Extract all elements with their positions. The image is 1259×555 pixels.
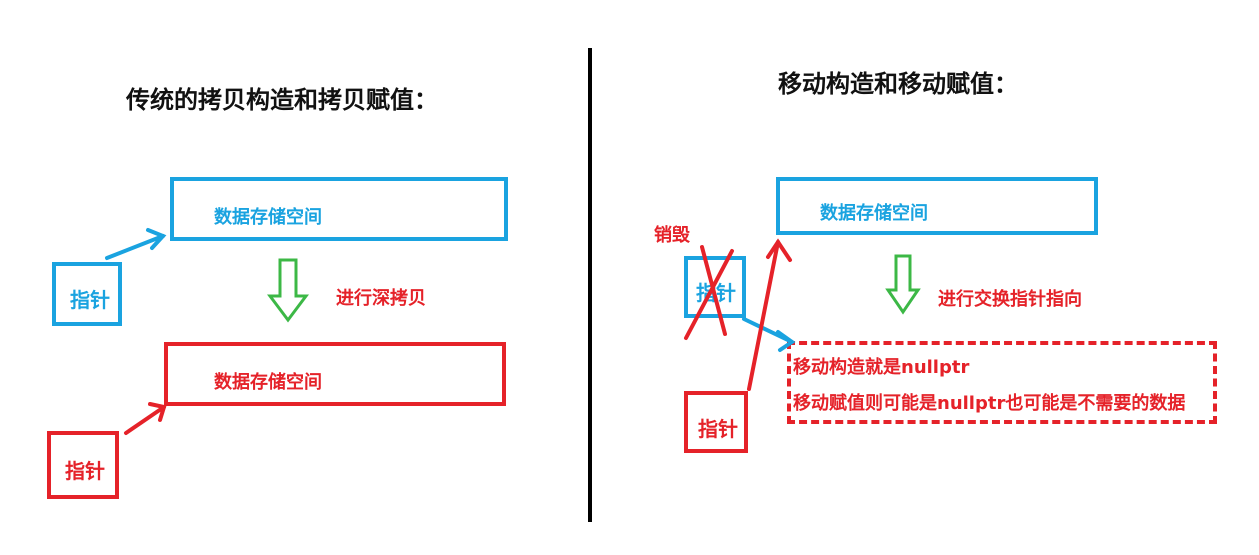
left-pointer-bottom-label: 指针: [65, 459, 105, 483]
left-storage-top-box: 数据存储空间: [170, 177, 508, 241]
left-pointer-top-arrow: [105, 228, 167, 260]
right-down-arrow-icon: [885, 254, 921, 315]
left-pointer-top-box: 指针: [52, 262, 122, 326]
left-pointer-bottom-box: 指针: [47, 431, 119, 499]
right-pointer-new-box: 指针: [684, 391, 748, 453]
right-note-box: 移动构造就是nullptr 移动赋值则可能是nullptr也可能是不需要的数据: [787, 341, 1217, 424]
right-title: 移动构造和移动赋值：: [778, 70, 1018, 98]
right-pointer-new-arrow: [747, 238, 792, 391]
right-pointer-new-label: 指针: [698, 417, 738, 441]
left-pointer-bottom-arrow: [124, 402, 167, 435]
right-storage-box: 数据存储空间: [776, 177, 1098, 235]
right-note-line1: 移动构造就是nullptr: [793, 357, 970, 378]
left-down-arrow-icon: [267, 258, 309, 323]
destroyed-label: 销毁: [654, 225, 690, 246]
right-pointer-old-arrow: [742, 317, 796, 352]
left-pointer-top-label: 指针: [70, 288, 110, 312]
right-pointer-old-box: 指针: [684, 256, 746, 318]
right-storage-label: 数据存储空间: [820, 203, 928, 224]
right-action-label: 进行交换指针指向: [938, 289, 1082, 310]
left-storage-bottom-label: 数据存储空间: [214, 372, 322, 393]
right-note-line2: 移动赋值则可能是nullptr也可能是不需要的数据: [793, 393, 1186, 414]
left-title: 传统的拷贝构造和拷贝赋值：: [126, 86, 438, 114]
left-storage-bottom-box: 数据存储空间: [164, 342, 506, 406]
left-action-label: 进行深拷贝: [336, 288, 426, 309]
right-pointer-old-label: 指针: [696, 281, 736, 305]
left-storage-top-label: 数据存储空间: [214, 207, 322, 228]
